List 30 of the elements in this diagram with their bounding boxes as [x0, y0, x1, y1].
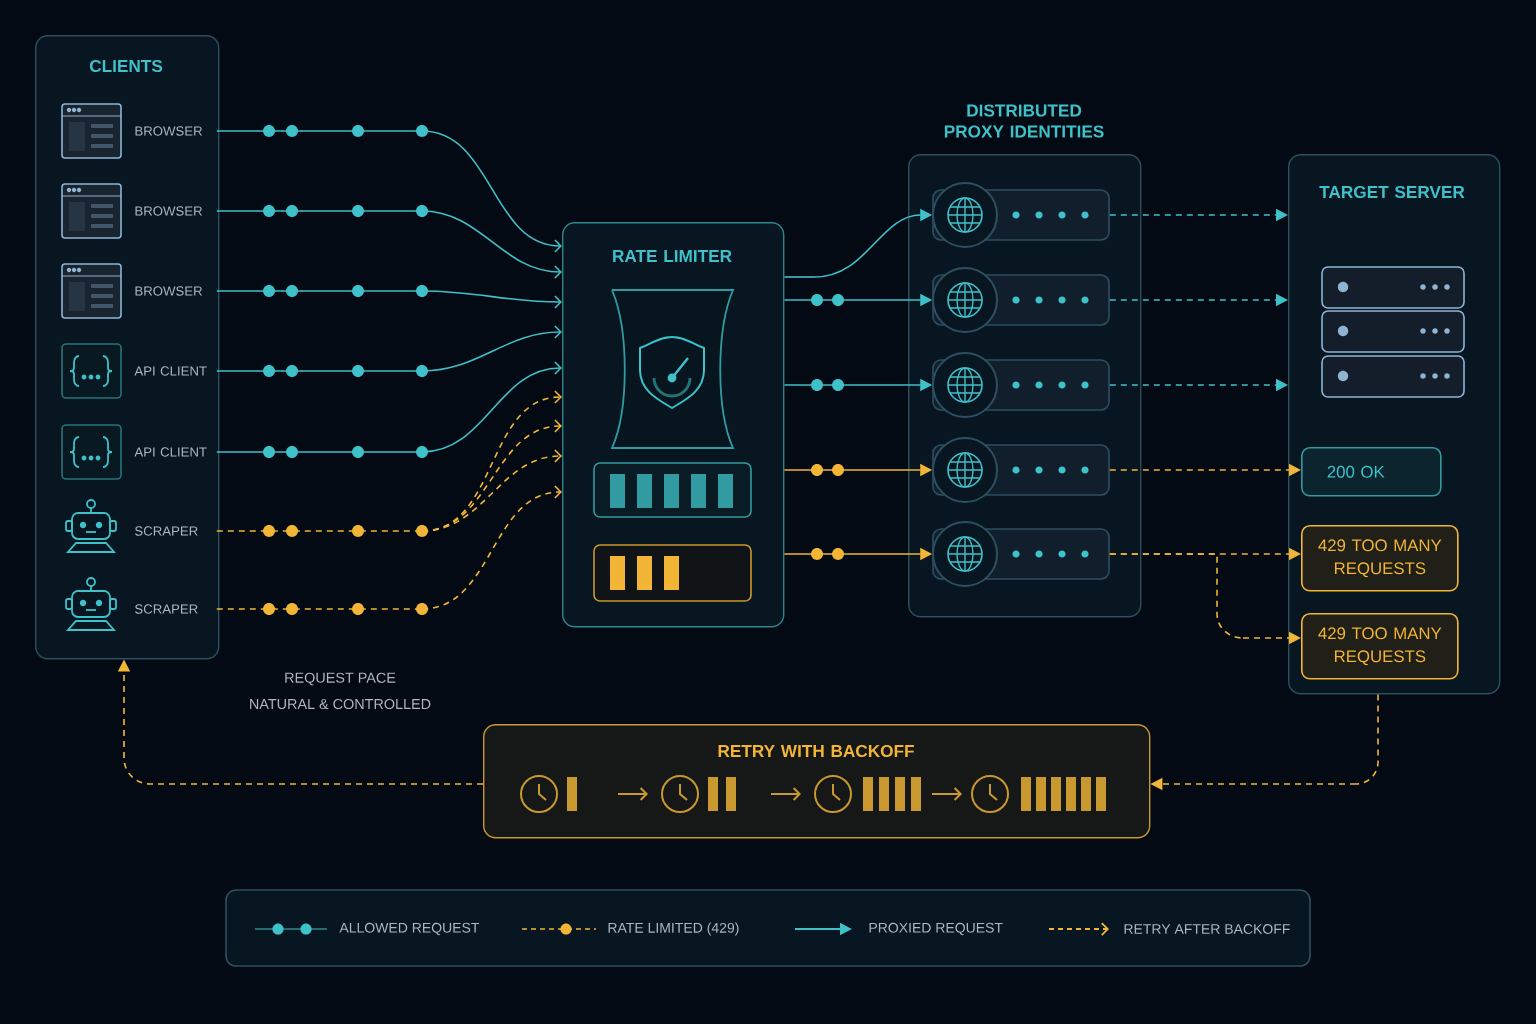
proxy-identity: [932, 267, 1110, 333]
client-label: BROWSER: [135, 126, 202, 136]
arrow: [216, 390, 562, 537]
arrow: [216, 361, 562, 458]
client-label: SCRAPER: [135, 526, 198, 536]
client-label: BROWSER: [135, 206, 202, 216]
legend-text: ALLOWED REQUEST: [339, 922, 480, 936]
client-label: API CLIENT: [134, 447, 207, 457]
legend-text: PROXIED REQUEST: [869, 922, 1003, 936]
caption-text: NATURAL & CONTROLLED: [250, 698, 431, 710]
status-box: 200 OK: [1301, 447, 1442, 497]
client-label: SCRAPER: [135, 604, 198, 614]
status-box: 429 TOO MANY REQUESTS: [1301, 613, 1459, 680]
arrow: [216, 285, 562, 309]
proxy-identity: [932, 352, 1110, 418]
node-label: DISTRIBUTED PROXY IDENTITIES: [944, 104, 1104, 138]
arrow: [216, 485, 562, 615]
legend-text: RETRY AFTER BACKOFF: [1124, 924, 1290, 934]
arrow: [216, 325, 562, 377]
arrow: [216, 205, 562, 279]
proxy-identity: [932, 437, 1110, 503]
legend-text: RATE LIMITED (429): [608, 922, 739, 936]
caption-text: REQUEST PACE: [285, 672, 396, 686]
arrow: [216, 125, 562, 253]
client-label: API CLIENT: [134, 366, 207, 376]
client-label: BROWSER: [135, 286, 202, 296]
proxy-identity: [932, 182, 1110, 248]
proxy-identity: [932, 521, 1110, 587]
status-box: 429 TOO MANY REQUESTS: [1301, 525, 1459, 592]
retry-panel: RETRY WITH BACKOFF: [483, 724, 1151, 839]
